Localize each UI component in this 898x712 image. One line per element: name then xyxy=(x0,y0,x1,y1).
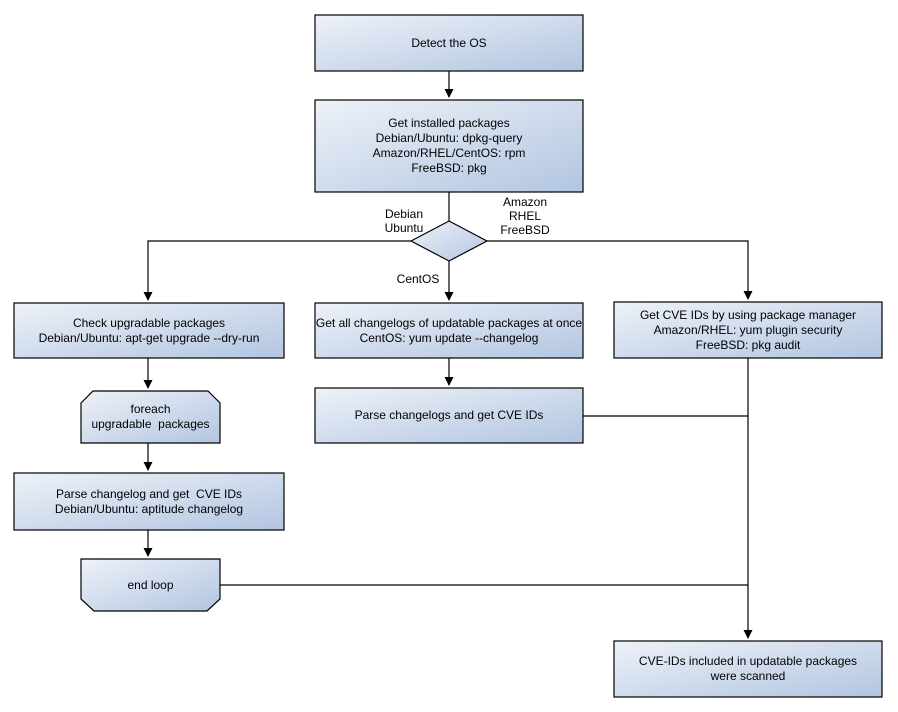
node-os-decision-diamond xyxy=(409,220,489,262)
node-check-upgradable xyxy=(13,302,285,359)
node-parse-changelogs-centos xyxy=(314,387,584,444)
node-get-cve-package-manager xyxy=(613,301,883,359)
node-parse-changelog-debian xyxy=(13,472,285,531)
node-foreach-loop xyxy=(80,390,221,444)
edge-decision-to-get-cve xyxy=(487,240,753,300)
connector-lines xyxy=(143,71,753,639)
edge-decision-to-check-upgradable xyxy=(143,240,411,301)
node-detect-os xyxy=(314,14,584,72)
node-get-all-changelogs xyxy=(314,302,584,359)
node-scan-result xyxy=(613,640,883,698)
node-end-loop xyxy=(80,558,221,612)
node-get-installed-packages xyxy=(314,99,584,193)
